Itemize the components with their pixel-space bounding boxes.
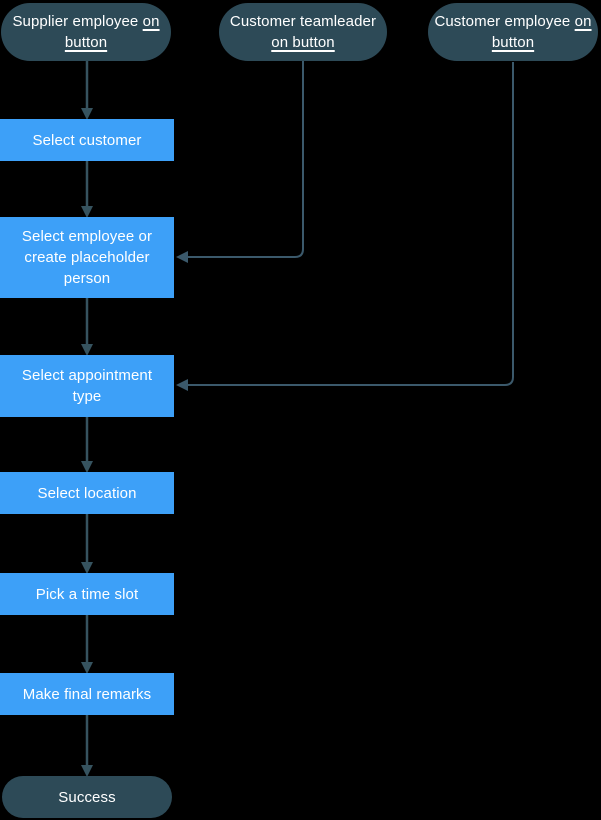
- step-label: Make final remarks: [22, 685, 152, 703]
- entry-node-label: Supplier employee on button: [7, 11, 165, 53]
- entry-link-on-button[interactable]: on button: [491, 13, 592, 51]
- entry-label-text: Supplier employee: [12, 13, 139, 30]
- end-node-success: Success: [2, 776, 172, 818]
- step-pick-a-time-slot: Pick a time slot: [0, 573, 174, 615]
- entry-node-customer-teamleader: Customer teamleader on button: [219, 3, 387, 61]
- step-select-location: Select location: [0, 472, 174, 514]
- entry-node-customer-employee: Customer employee on button: [428, 3, 598, 61]
- step-label: Select location: [37, 484, 137, 502]
- step-select-customer: Select customer: [0, 119, 174, 161]
- step-make-final-remarks: Make final remarks: [0, 673, 174, 715]
- entry-node-label: Customer employee on button: [434, 11, 592, 53]
- entry-node-label: Customer teamleader on button: [225, 11, 381, 53]
- entry-label-text: Customer employee: [434, 13, 571, 30]
- arrow-teamleader-to-select-employee: [176, 61, 304, 263]
- entry-label-text: Customer teamleader: [229, 13, 377, 30]
- step-label: Select customer: [32, 131, 142, 149]
- end-node-label: Success: [58, 788, 116, 806]
- entry-link-on-button[interactable]: on button: [64, 13, 160, 51]
- step-select-appointment-type: Select appointment type: [0, 355, 174, 417]
- step-label: Select employee or create placeholder pe…: [21, 228, 153, 287]
- entry-node-supplier-employee: Supplier employee on button: [1, 3, 171, 61]
- step-label: Select appointment type: [21, 367, 153, 405]
- step-label: Pick a time slot: [35, 585, 139, 603]
- step-select-employee-or-create-placeholder: Select employee or create placeholder pe…: [0, 217, 174, 298]
- entry-link-on-button[interactable]: on button: [271, 34, 335, 51]
- arrow-customer-employee-to-appointment-type: [176, 62, 514, 391]
